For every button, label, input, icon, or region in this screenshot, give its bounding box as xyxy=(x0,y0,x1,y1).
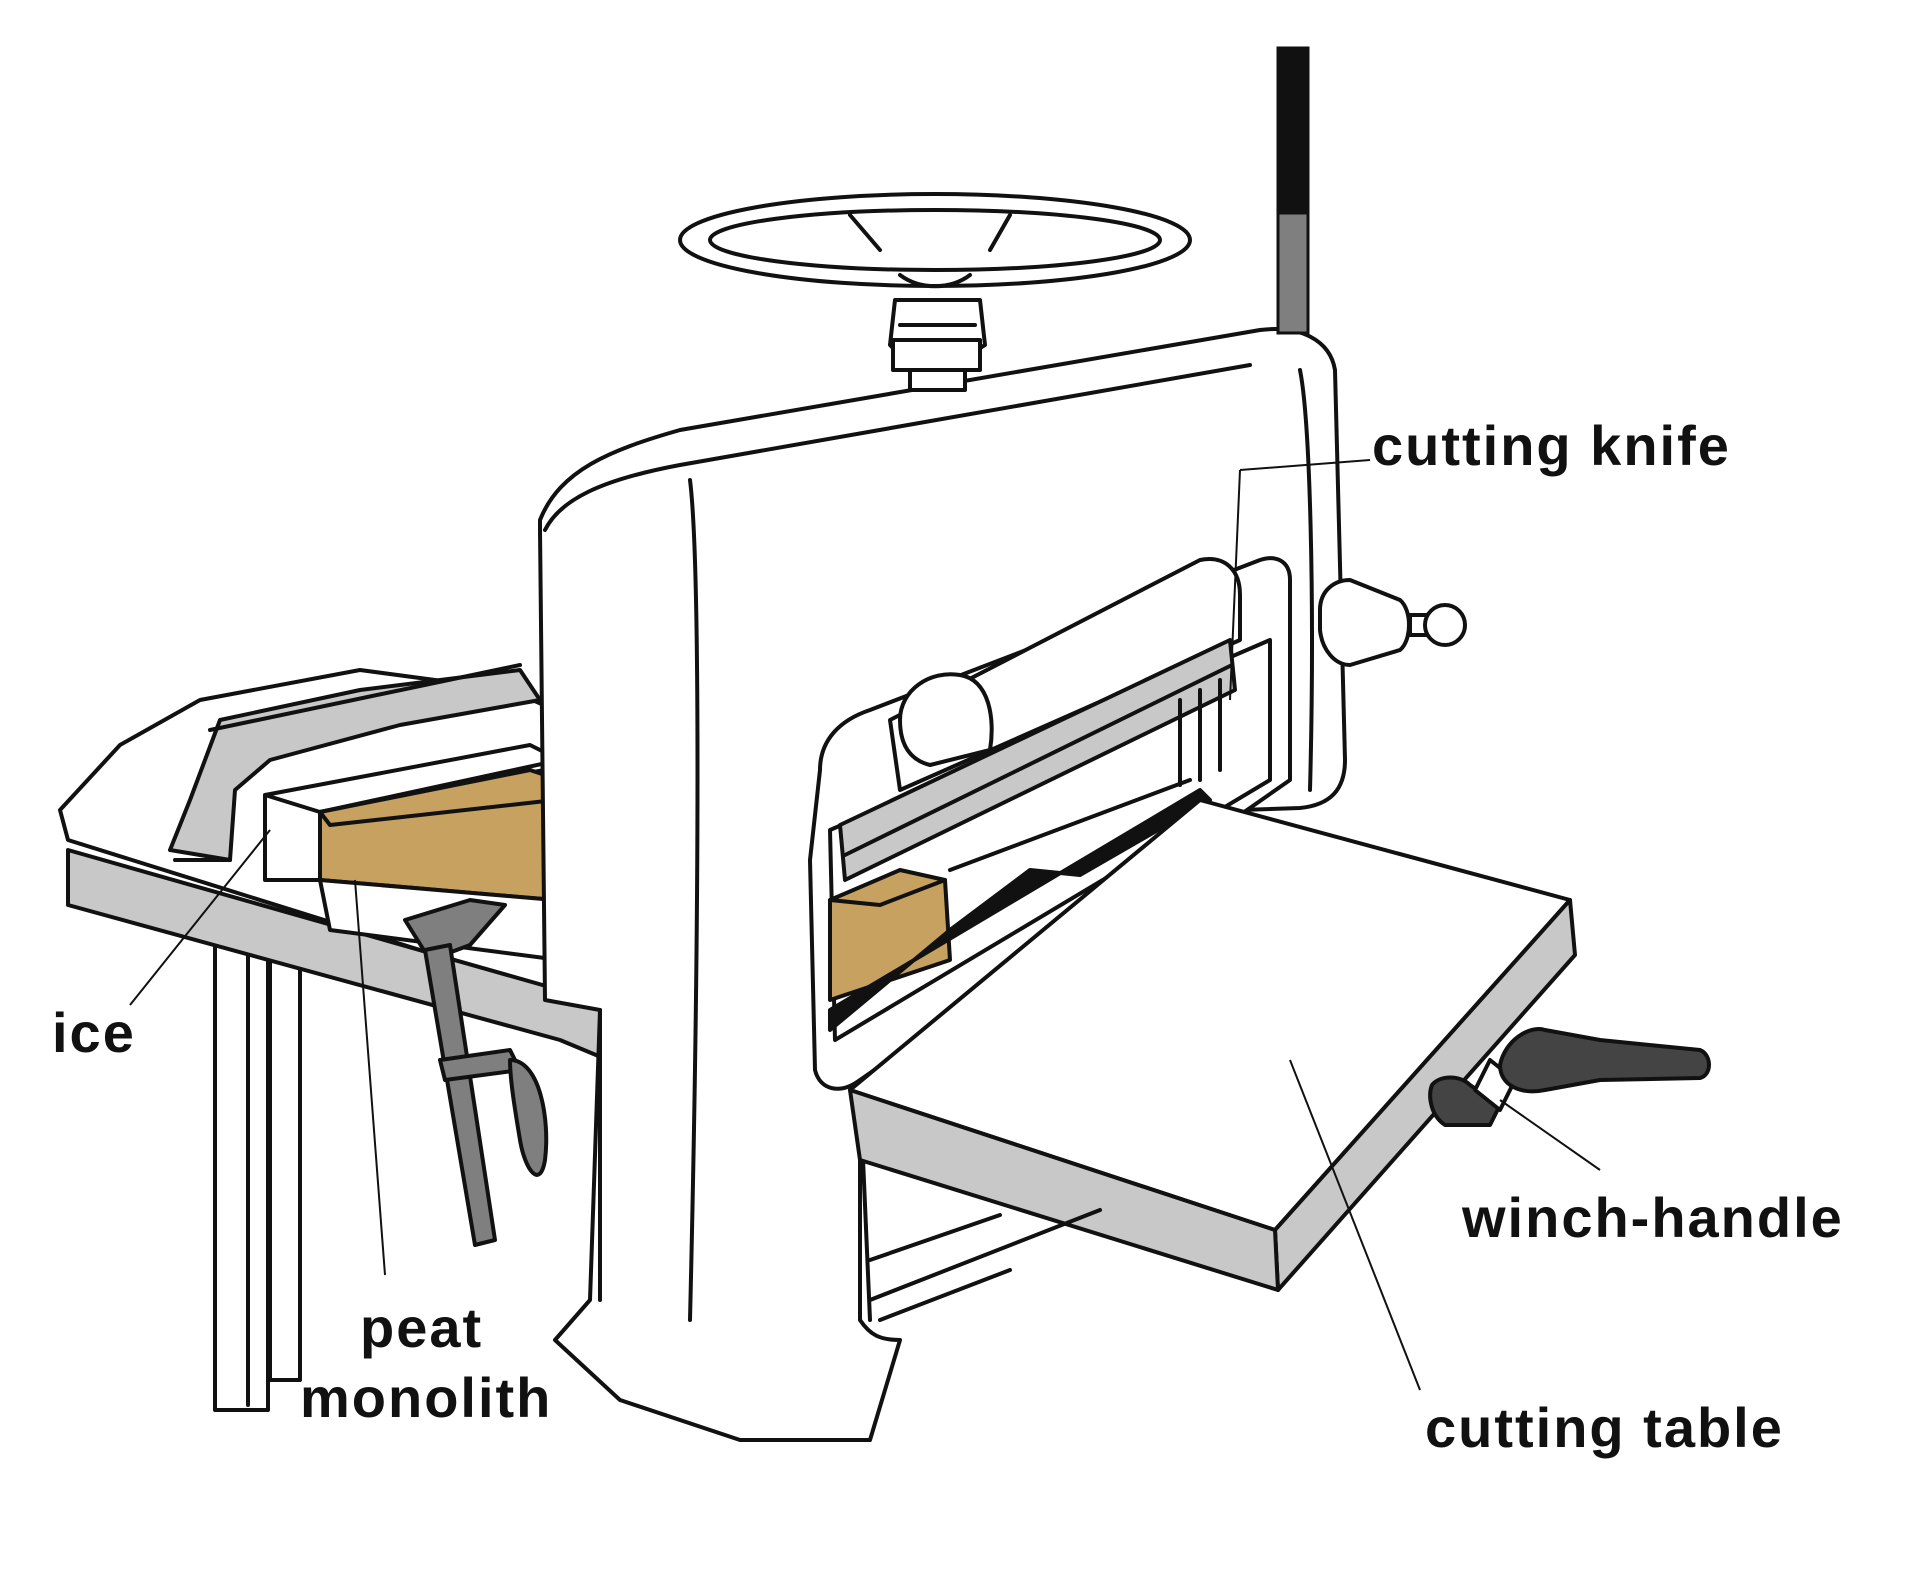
knife-slot xyxy=(828,778,1212,1032)
label-cutting-knife: cutting knife xyxy=(1372,414,1731,477)
label-monolith: monolith xyxy=(300,1366,553,1429)
hand-wheel xyxy=(678,192,1192,392)
leader-winch-handle xyxy=(1499,1099,1601,1171)
label-ice: ice xyxy=(52,1001,136,1064)
leader-cutting-knife-2 xyxy=(1229,469,1241,701)
label-peat: peat xyxy=(360,1296,484,1359)
left-support-leg xyxy=(213,928,302,1412)
feed-clamp xyxy=(403,898,549,1247)
leader-lines xyxy=(129,459,1601,1391)
label-winch-handle: winch-handle xyxy=(1462,1186,1844,1249)
leader-ice xyxy=(129,829,271,1006)
winch-handle xyxy=(1428,1027,1711,1127)
vertical-rod xyxy=(1276,46,1310,335)
peat-monolith-right xyxy=(828,868,952,1002)
leader-cutting-knife xyxy=(1239,459,1371,471)
leader-peat-monolith xyxy=(354,879,386,1276)
leader-cutting-table xyxy=(1289,1059,1421,1391)
label-cutting-table: cutting table xyxy=(1425,1396,1784,1459)
side-knob xyxy=(1318,578,1467,667)
cutting-knife-assembly xyxy=(838,557,1242,882)
cutting-table xyxy=(848,798,1577,1322)
